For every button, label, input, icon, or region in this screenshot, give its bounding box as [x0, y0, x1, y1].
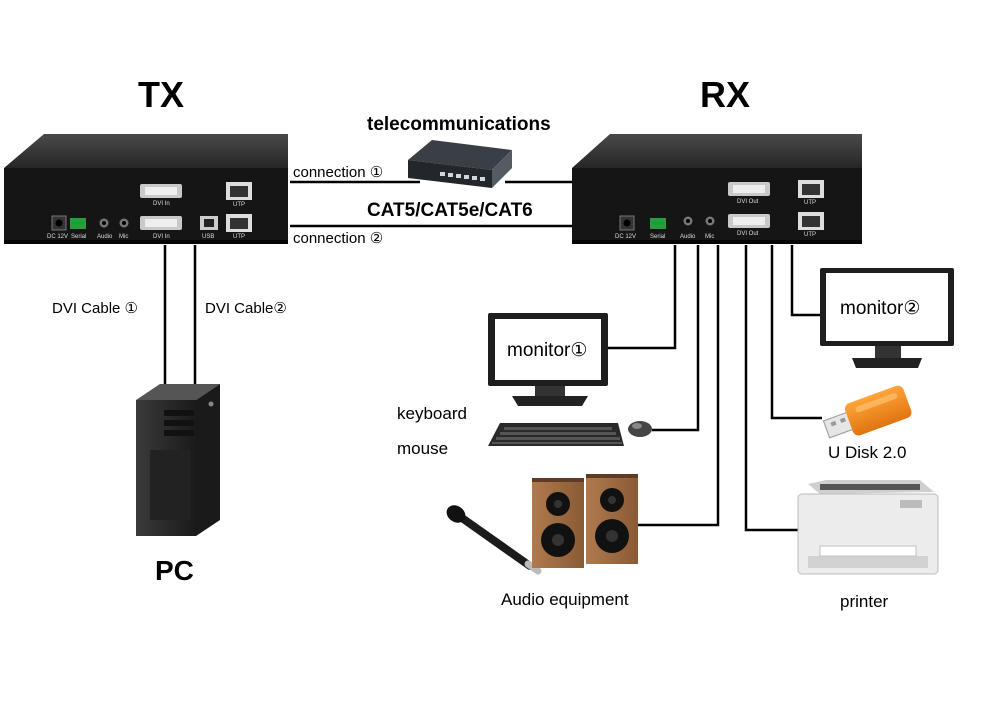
connection1-label: connection ①: [293, 164, 384, 181]
printer-cable: [744, 245, 800, 532]
printer-label: printer: [840, 592, 889, 611]
tx-usb-label: USB: [202, 234, 215, 240]
pc-label: PC: [155, 555, 194, 586]
rx-dc-label: DC 12V: [615, 234, 637, 240]
tx-utp-bottom-label: UTP: [233, 234, 245, 240]
tx-title: TX: [138, 74, 185, 115]
rx-mic-label: Mic: [705, 234, 715, 240]
rx-utp-bottom-label: UTP: [804, 232, 816, 238]
cable-type-label: CAT5/CAT5e/CAT6: [367, 200, 533, 221]
rx-title: RX: [700, 74, 751, 115]
udisk-label: U Disk 2.0: [828, 443, 907, 462]
switch-label: telecommunications: [367, 114, 551, 135]
rx-utp-top-label: UTP: [804, 200, 816, 206]
tx-serial-label: Serial: [71, 234, 87, 240]
dvi-cable1-label: DVI Cable ①: [52, 300, 138, 317]
keyboard-device: [488, 423, 624, 446]
monitor1-cable: [608, 245, 677, 350]
network-switch: [408, 140, 512, 188]
rx-serial-label: Serial: [650, 234, 666, 240]
udisk-device: [822, 385, 912, 439]
printer-device: [797, 480, 939, 575]
tx-dc-label: DC 12V: [47, 234, 69, 240]
monitor2-device: [820, 268, 954, 368]
rx-dvi-top-label: DVI Out: [737, 199, 759, 205]
rx-dvi-bottom-label: DVI Out: [737, 231, 759, 237]
tx-audio-label: Audio: [97, 234, 113, 240]
pc-tower: [136, 384, 220, 536]
cables: [163, 180, 822, 532]
monitor1-label: monitor①: [507, 340, 588, 361]
keyboard-label: keyboard: [397, 404, 467, 423]
connection2-label: connection ②: [293, 230, 384, 247]
dvi-cable2-label: DVI Cable②: [205, 300, 287, 317]
mouse-cable: [652, 245, 700, 432]
tx-device: [4, 134, 288, 244]
tx-dvi-top-label: DVI In: [153, 201, 170, 207]
speakers-device: [532, 474, 638, 568]
tx-utp-top-label: UTP: [233, 202, 245, 208]
audio-cable: [638, 245, 720, 527]
monitor1-device: [488, 313, 608, 406]
microphone-device: [446, 505, 542, 575]
tx-mic-label: Mic: [119, 234, 129, 240]
audio-equipment-label: Audio equipment: [501, 590, 629, 609]
monitor2-label: monitor②: [840, 298, 921, 319]
rx-device: [572, 134, 862, 244]
mouse-label: mouse: [397, 439, 449, 458]
udisk-cable: [770, 245, 822, 420]
mouse-device: [628, 421, 652, 437]
rx-audio-label: Audio: [680, 234, 696, 240]
tx-dvi-bottom-label: DVI In: [153, 234, 170, 240]
monitor2-cable: [790, 245, 822, 317]
